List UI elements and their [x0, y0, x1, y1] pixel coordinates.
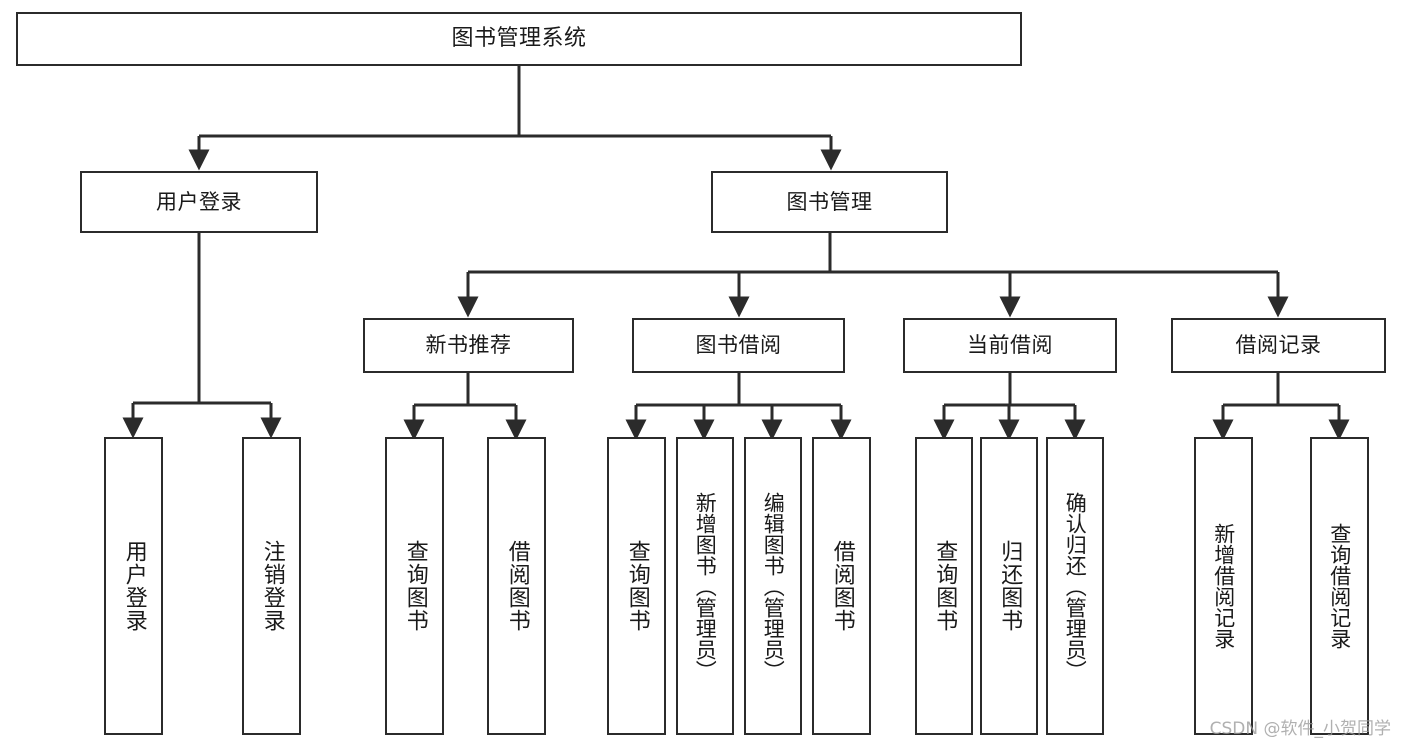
node-label: 新增图书（管理员） — [693, 491, 718, 681]
node-book-borrow[interactable]: 图书借阅 — [632, 318, 845, 373]
node-label: 新书推荐 — [425, 333, 512, 358]
node-label: 查询图书 — [624, 540, 650, 632]
leaf-borrow-records-query[interactable]: 查询借阅记录 — [1310, 437, 1369, 735]
leaf-new-book-query[interactable]: 查询图书 — [385, 437, 444, 735]
leaf-current-borrow-confirm-admin[interactable]: 确认归还（管理员） — [1046, 437, 1104, 735]
node-borrow-records[interactable]: 借阅记录 — [1171, 318, 1386, 373]
leaf-new-book-borrow[interactable]: 借阅图书 — [487, 437, 546, 735]
node-user-login[interactable]: 用户登录 — [80, 171, 318, 233]
node-label: 归还图书 — [997, 540, 1023, 632]
leaf-book-borrow-query[interactable]: 查询图书 — [607, 437, 666, 735]
leaf-current-borrow-return[interactable]: 归还图书 — [980, 437, 1038, 735]
node-label: 确认归还（管理员） — [1063, 491, 1088, 681]
leaf-book-borrow-edit-admin[interactable]: 编辑图书（管理员） — [744, 437, 802, 735]
watermark: CSDN @软件_小贺同学 — [1209, 719, 1391, 739]
node-label: 查询借阅记录 — [1327, 523, 1352, 649]
leaf-book-borrow-add-admin[interactable]: 新增图书（管理员） — [676, 437, 734, 735]
node-root-book-management-system[interactable]: 图书管理系统 — [16, 12, 1022, 66]
node-label: 新增借阅记录 — [1211, 523, 1236, 649]
node-label: 图书管理 — [786, 189, 873, 214]
node-new-book-recommend[interactable]: 新书推荐 — [363, 318, 574, 373]
node-book-management[interactable]: 图书管理 — [711, 171, 948, 233]
node-label: 图书借阅 — [695, 333, 782, 358]
node-label: 用户登录 — [156, 189, 242, 214]
node-label: 借阅记录 — [1235, 333, 1322, 358]
node-label: 当前借阅 — [967, 333, 1053, 358]
node-label: 查询图书 — [402, 540, 428, 632]
node-current-borrow[interactable]: 当前借阅 — [903, 318, 1117, 373]
node-label: 查询图书 — [932, 540, 958, 632]
node-label: 注销登录 — [259, 540, 285, 632]
leaf-current-borrow-query[interactable]: 查询图书 — [915, 437, 973, 735]
node-label: 图书管理系统 — [451, 26, 587, 52]
node-label: 借阅图书 — [504, 540, 530, 632]
leaf-user-login-logout[interactable]: 注销登录 — [242, 437, 301, 735]
leaf-user-login-login[interactable]: 用户登录 — [104, 437, 163, 735]
leaf-borrow-records-add[interactable]: 新增借阅记录 — [1194, 437, 1253, 735]
node-label: 编辑图书（管理员） — [761, 491, 786, 681]
node-label: 用户登录 — [121, 540, 147, 632]
node-label: 借阅图书 — [829, 540, 855, 632]
leaf-book-borrow-borrow[interactable]: 借阅图书 — [812, 437, 871, 735]
